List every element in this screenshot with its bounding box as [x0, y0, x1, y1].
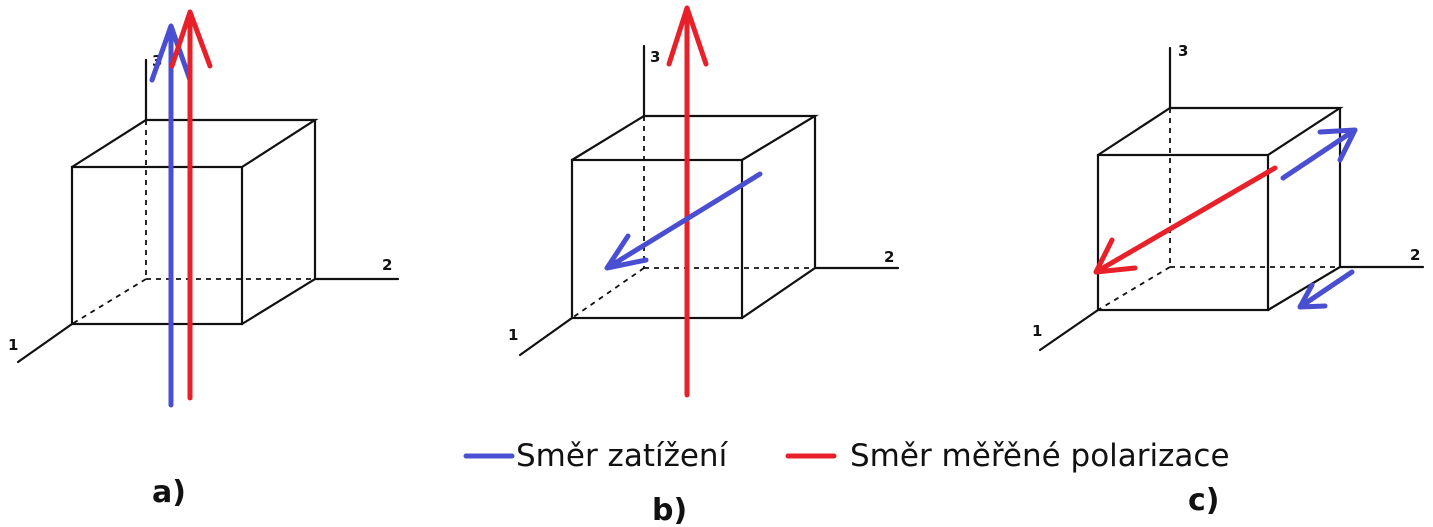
axis-1-line — [16, 322, 74, 364]
load-direction-arrow — [149, 23, 193, 408]
axis-1-label: 1 — [8, 336, 18, 354]
cube-right-face — [1266, 106, 1342, 312]
axis-3-label: 3 — [1178, 42, 1188, 60]
cube-top-face — [570, 114, 819, 162]
cube-hidden-edge — [1097, 266, 1171, 311]
axis-2-label: 2 — [1410, 246, 1420, 264]
load-direction-arrow — [604, 171, 763, 271]
polarization-direction-arrow — [169, 9, 213, 401]
axis-1-line — [1038, 308, 1100, 352]
axis-2-label: 2 — [382, 256, 392, 274]
cube-hidden-edge — [571, 267, 645, 319]
panel-label-b: b) — [652, 493, 687, 527]
cube-top-face — [70, 118, 319, 169]
panel-c: 1 2 3 c) — [1032, 42, 1425, 518]
axis-1-line — [518, 316, 574, 357]
cube-front-face — [1096, 153, 1270, 312]
polarization-direction-arrow — [666, 5, 709, 398]
panel-label-c: c) — [1188, 483, 1220, 518]
legend-label-load: Směr zatížení — [516, 438, 729, 474]
panel-label-a: a) — [152, 475, 186, 510]
panel-b: 1 2 3 b) — [508, 5, 900, 527]
panel-a: 1 2 3 a) — [8, 9, 400, 510]
axis-2-label: 2 — [884, 248, 894, 266]
legend: Směr zatížení Směr měřěné polarizace — [463, 438, 1230, 474]
load-direction-arrow-lower — [1297, 269, 1355, 310]
cube-top-face — [1096, 106, 1344, 157]
axis-1-label: 1 — [1032, 322, 1042, 340]
cube-front-face — [570, 158, 744, 320]
load-direction-arrow-upper — [1280, 127, 1358, 181]
cube-front-face — [70, 165, 244, 326]
axis-3-label: 3 — [650, 48, 660, 66]
legend-label-polarization: Směr měřěné polarizace — [850, 438, 1230, 474]
cube-right-face — [240, 118, 317, 326]
cube-hidden-edge — [71, 278, 147, 325]
cube-right-face — [740, 114, 817, 320]
axis-1-label: 1 — [508, 326, 518, 344]
polarization-direction-arrow — [1093, 165, 1278, 275]
